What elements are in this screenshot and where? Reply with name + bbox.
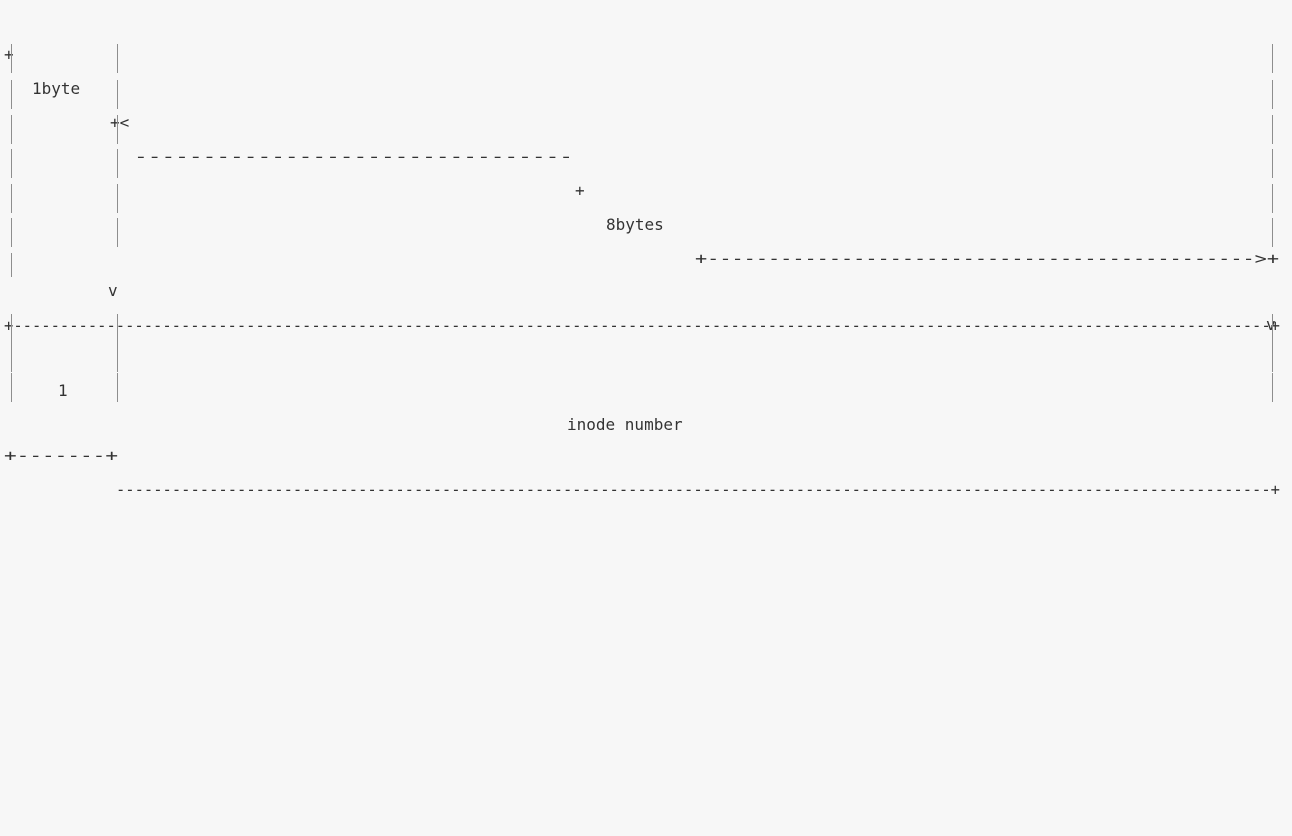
header-left-plus: + bbox=[4, 45, 14, 64]
bottom-table-border-row: +-------+ ------------------------------… bbox=[0, 405, 1280, 499]
header-dash-right: +---------------------------------------… bbox=[695, 249, 1279, 268]
right-border-segment bbox=[1272, 44, 1273, 73]
arrowheads-row: v v bbox=[0, 240, 1276, 334]
header-mid-plus: + bbox=[575, 181, 585, 200]
right-border-segment bbox=[1272, 149, 1273, 178]
ascii-layout-diagram: + 1byte +< -----------------------------… bbox=[0, 4, 1280, 499]
table-top-border: +---------------------------------------… bbox=[4, 316, 1280, 335]
byte-boundary-segment bbox=[117, 218, 118, 247]
byte-boundary-segment bbox=[117, 149, 118, 178]
right-border-segment bbox=[1272, 373, 1273, 402]
left-border-segment bbox=[11, 314, 12, 343]
left-border-segment bbox=[11, 80, 12, 109]
right-border-segment bbox=[1272, 80, 1273, 109]
byte-size-label: 1byte bbox=[32, 79, 81, 98]
top-table-border-row: +---------------------------------------… bbox=[0, 275, 1280, 335]
cell-divider-segment bbox=[117, 343, 118, 372]
left-border-segment bbox=[11, 184, 12, 213]
left-border-segment bbox=[11, 115, 12, 144]
cell-divider-segment bbox=[117, 373, 118, 402]
type-cell-value: 1 bbox=[58, 381, 68, 400]
table-bottom-border-left: +-------+ bbox=[4, 446, 118, 465]
left-border-segment bbox=[11, 343, 12, 372]
right-border-segment bbox=[1272, 343, 1273, 372]
left-border-segment bbox=[11, 253, 12, 277]
left-border-segment bbox=[11, 44, 12, 73]
left-border-segment bbox=[11, 149, 12, 178]
byte-boundary-segment bbox=[117, 115, 118, 144]
byte-boundary-segment bbox=[117, 80, 118, 109]
left-border-segment bbox=[11, 373, 12, 402]
table-content-row: 1 inode number bbox=[0, 340, 683, 434]
header-dash-left: -------------------------------- bbox=[134, 147, 573, 166]
byte-boundary-segment bbox=[117, 184, 118, 213]
right-border-segment bbox=[1272, 218, 1273, 247]
left-border-segment bbox=[11, 218, 12, 247]
right-border-segment bbox=[1272, 115, 1273, 144]
field-size-label: 8bytes bbox=[606, 215, 664, 234]
inode-cell-label: inode number bbox=[567, 415, 683, 434]
byte-arrowhead: v bbox=[108, 281, 118, 300]
byte-boundary-segment bbox=[117, 44, 118, 73]
cell-divider-segment bbox=[117, 314, 118, 343]
right-border-segment bbox=[1272, 184, 1273, 213]
header-row: + 1byte +< -----------------------------… bbox=[0, 4, 1279, 268]
right-border-segment bbox=[1272, 314, 1273, 343]
field-arrowhead: v bbox=[1266, 315, 1276, 334]
table-bottom-border-right: ----------------------------------------… bbox=[116, 480, 1280, 499]
range-start-marker: +< bbox=[110, 113, 130, 132]
